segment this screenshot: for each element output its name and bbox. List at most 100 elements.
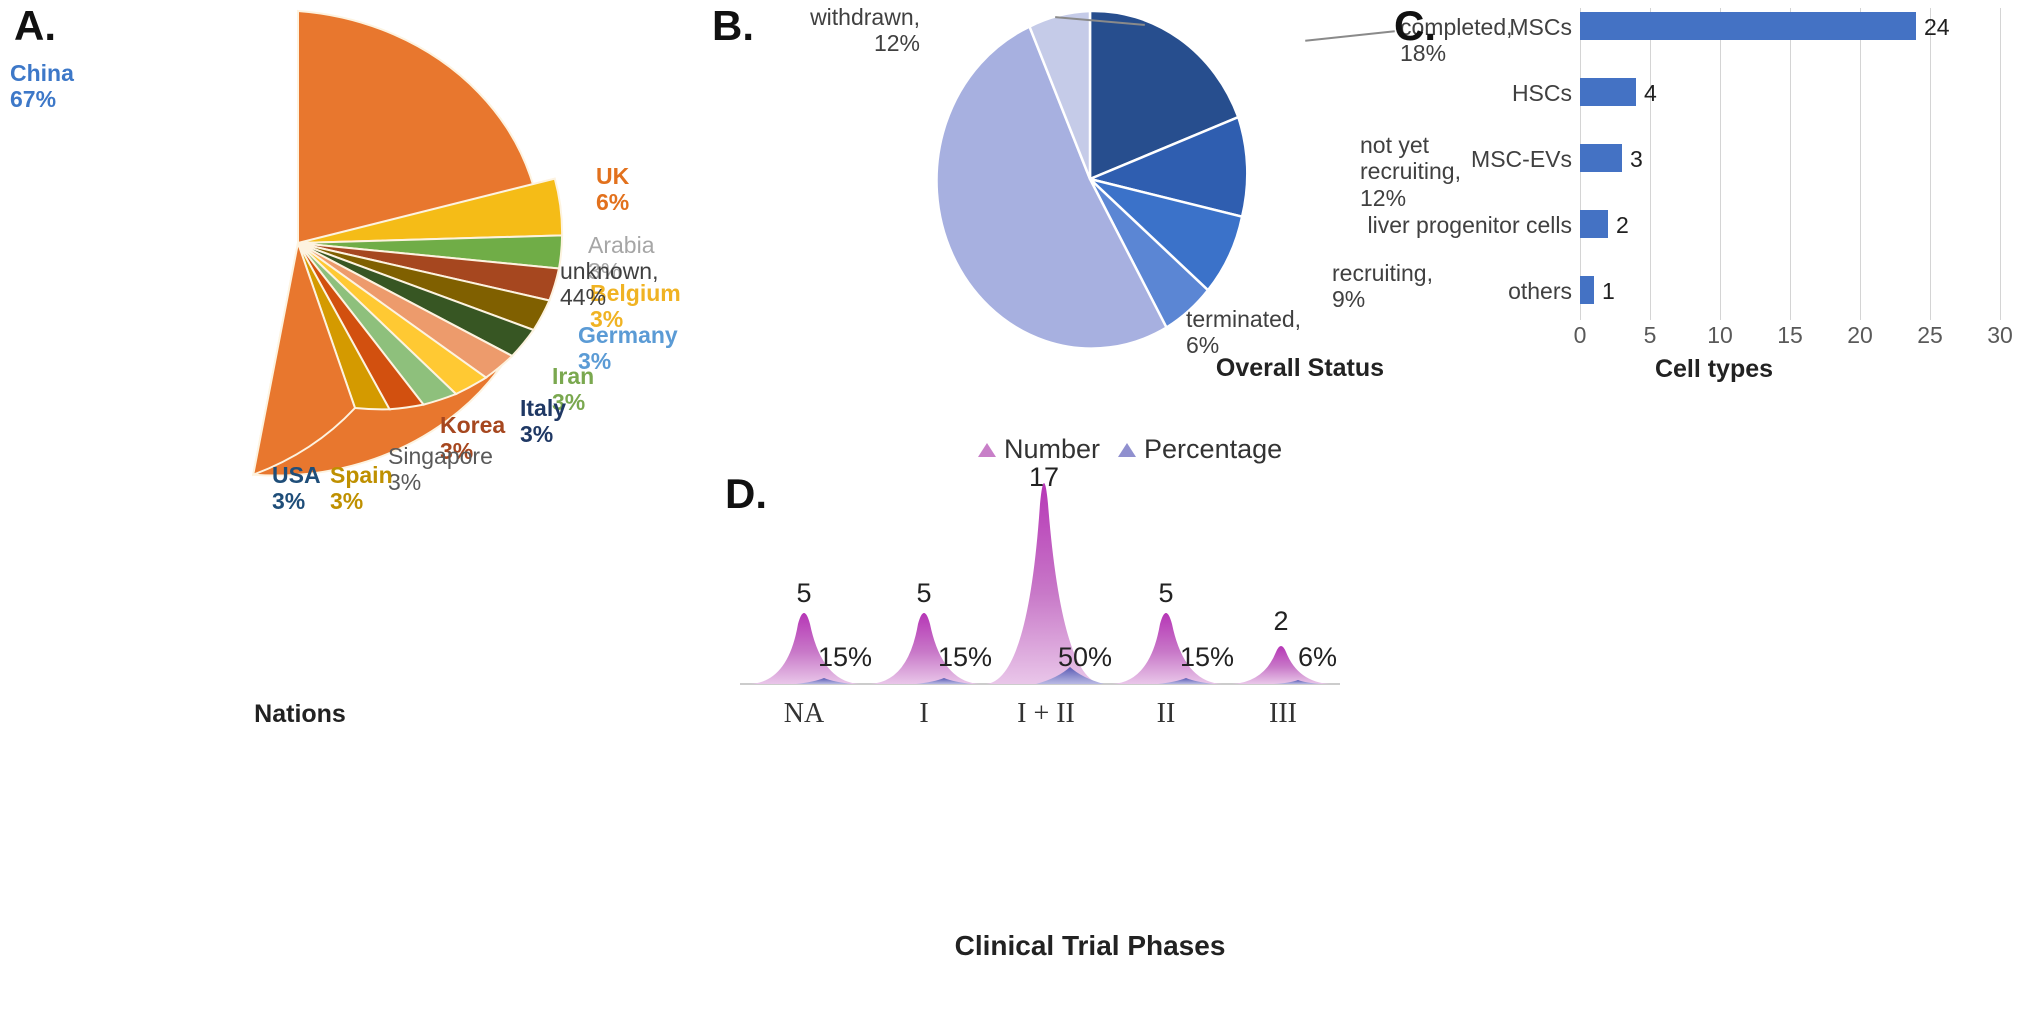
table-row: [1580, 210, 1608, 238]
gridline-30: [2000, 8, 2001, 320]
cell-types-axis-title: Cell types: [1654, 355, 1774, 383]
panel-c-cell-types-bar: C. MSCs 24 HSCs 4 MSC-EVs 3 liver progen…: [1367, 0, 2034, 420]
x-tick-label: 5: [1643, 322, 1657, 348]
x-tick-label: 25: [1917, 322, 1943, 348]
slice-withdrawn: [1027, 9, 1092, 180]
bar-category-label: MSCs: [1509, 14, 1572, 40]
peak-na-percentage: [796, 678, 852, 684]
gridline-25: [1930, 8, 1931, 320]
x-tick-label: 15: [1777, 322, 1803, 348]
value-label-percentage: 6%: [1298, 642, 1338, 672]
table-row: [1580, 276, 1594, 304]
value-label-percentage: 15%: [938, 642, 993, 672]
table-row: [1580, 78, 1636, 106]
x-category-label: I: [919, 698, 929, 729]
bar-value-label: 24: [1924, 14, 1950, 40]
peak-i-number: [870, 613, 980, 684]
x-tick-label: 0: [1573, 322, 1587, 348]
bar-category-label: liver progenitor cells: [1367, 212, 1572, 238]
series-number: [750, 483, 1330, 684]
legend-item-percentage: Percentage: [1118, 434, 1282, 465]
pie-slices: [251, 9, 564, 477]
x-tick-label: 20: [1847, 322, 1873, 348]
peak-i-percentage: [916, 678, 972, 684]
nations-axis-title: Nations: [254, 700, 346, 728]
slice-china-wrap: [251, 239, 357, 477]
label-completed: completed,18%: [1400, 14, 1513, 67]
peak-iii-number: [1232, 646, 1330, 684]
x-category-label: II: [1156, 698, 1176, 729]
peak-i-ii-percentage: [1036, 667, 1104, 684]
peak-iii-percentage: [1274, 680, 1322, 684]
x-tick-label: 30: [1987, 322, 2013, 348]
legend-item-number: Number: [978, 434, 1100, 465]
slice-not-yet-recruiting: [1086, 115, 1249, 219]
phase-density-chart: [740, 483, 1340, 685]
value-label-percentage: 15%: [818, 642, 873, 672]
peak-ii-number: [1112, 613, 1222, 684]
leader-line-completed: [1305, 30, 1395, 42]
peak-ii-percentage: [1158, 678, 1214, 684]
value-label-number: 2: [1273, 606, 1289, 636]
bar-value-label: 2: [1616, 212, 1629, 238]
triangle-marker-icon: [978, 442, 996, 457]
legend-label: Number: [1004, 434, 1101, 464]
pie-slices: [935, 9, 1249, 350]
x-category-label: NA: [783, 698, 825, 729]
slice-unknown: [935, 24, 1169, 350]
overall-status-axis-title: Overall Status: [1215, 354, 1385, 382]
panel-d-legend: Number Percentage: [978, 434, 1282, 465]
overall-status-pie-chart: [935, 9, 1249, 350]
value-label-percentage: 50%: [1058, 642, 1113, 672]
value-label-number: 17: [1028, 462, 1060, 492]
value-label-number: 5: [796, 578, 812, 608]
gridline-10: [1720, 8, 1721, 320]
panel-a-letter: A.: [14, 2, 56, 49]
gridline-5: [1650, 8, 1651, 320]
value-label-number: 5: [1158, 578, 1174, 608]
bar-category-label: HSCs: [1511, 80, 1572, 106]
triangle-marker-icon: [1118, 442, 1137, 457]
panel-d-clinical-phases: D. Number Percentage: [725, 420, 1420, 1016]
x-category-label: III: [1269, 698, 1297, 729]
label-recruiting: recruiting,9%: [1332, 260, 1433, 313]
nations-pie-chart: [251, 9, 564, 477]
gridline-15: [1790, 8, 1791, 320]
label-terminated: terminated,6%: [1186, 306, 1302, 359]
gridline-20: [1860, 8, 1861, 320]
series-percentage: [796, 667, 1322, 684]
bar-value-label: 3: [1630, 146, 1643, 172]
peak-na-number: [750, 613, 860, 684]
label-unknown: unknown,44%: [560, 258, 659, 311]
value-label-number: 5: [916, 578, 932, 608]
bar-category-label: others: [1508, 278, 1572, 304]
label-withdrawn: withdrawn,12%: [810, 4, 920, 57]
bar-value-label: 1: [1602, 278, 1615, 304]
legend-label: Percentage: [1144, 434, 1283, 464]
bar-value-label: 4: [1644, 80, 1657, 106]
clinical-trial-phases-axis-title: Clinical Trial Phases: [954, 930, 1226, 961]
panel-c-letter: C.: [1394, 2, 1436, 49]
bar-category-label: MSC-EVs: [1471, 146, 1572, 172]
value-label-percentage: 15%: [1180, 642, 1235, 672]
slice-completed: [1088, 9, 1240, 181]
table-row: [1580, 144, 1622, 172]
panel-b-letter: B.: [712, 2, 754, 49]
table-row: [1580, 12, 1916, 40]
panel-a-nations-pie: A.: [0, 0, 700, 760]
x-tick-label: 10: [1707, 322, 1733, 348]
panel-d-letter: D.: [725, 470, 767, 517]
x-category-label: I + II: [1017, 698, 1075, 729]
